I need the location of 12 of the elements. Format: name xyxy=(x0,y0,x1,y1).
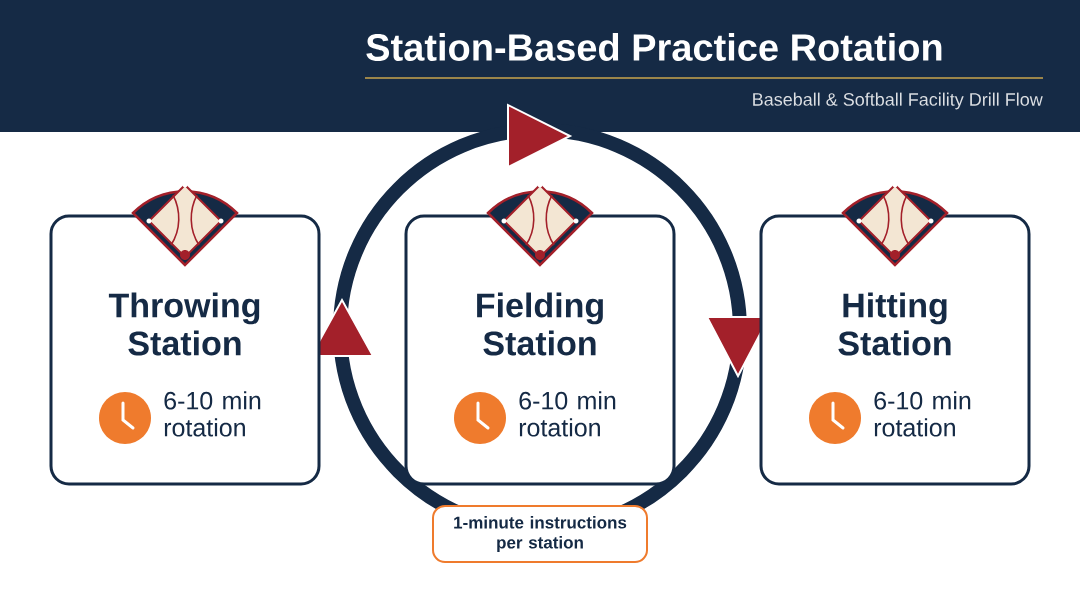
title: Station-Based Practice Rotation xyxy=(366,33,942,61)
station-card xyxy=(49,214,321,486)
duration-text: 6-10 min rotation xyxy=(164,391,261,437)
station-title: Fielding Station xyxy=(477,292,603,356)
station-card xyxy=(759,214,1031,486)
duration-text: 6-10 min rotation xyxy=(874,391,971,437)
duration-text: 6-10 min rotation xyxy=(519,391,616,437)
note-box: 1-minute instructions per station xyxy=(432,505,648,563)
subtitle: Baseball & Softball Facility Drill Flow xyxy=(753,92,1043,110)
station-title: Throwing Station xyxy=(108,292,260,356)
station-title: Hitting Station xyxy=(838,292,951,356)
station-card xyxy=(404,214,676,486)
